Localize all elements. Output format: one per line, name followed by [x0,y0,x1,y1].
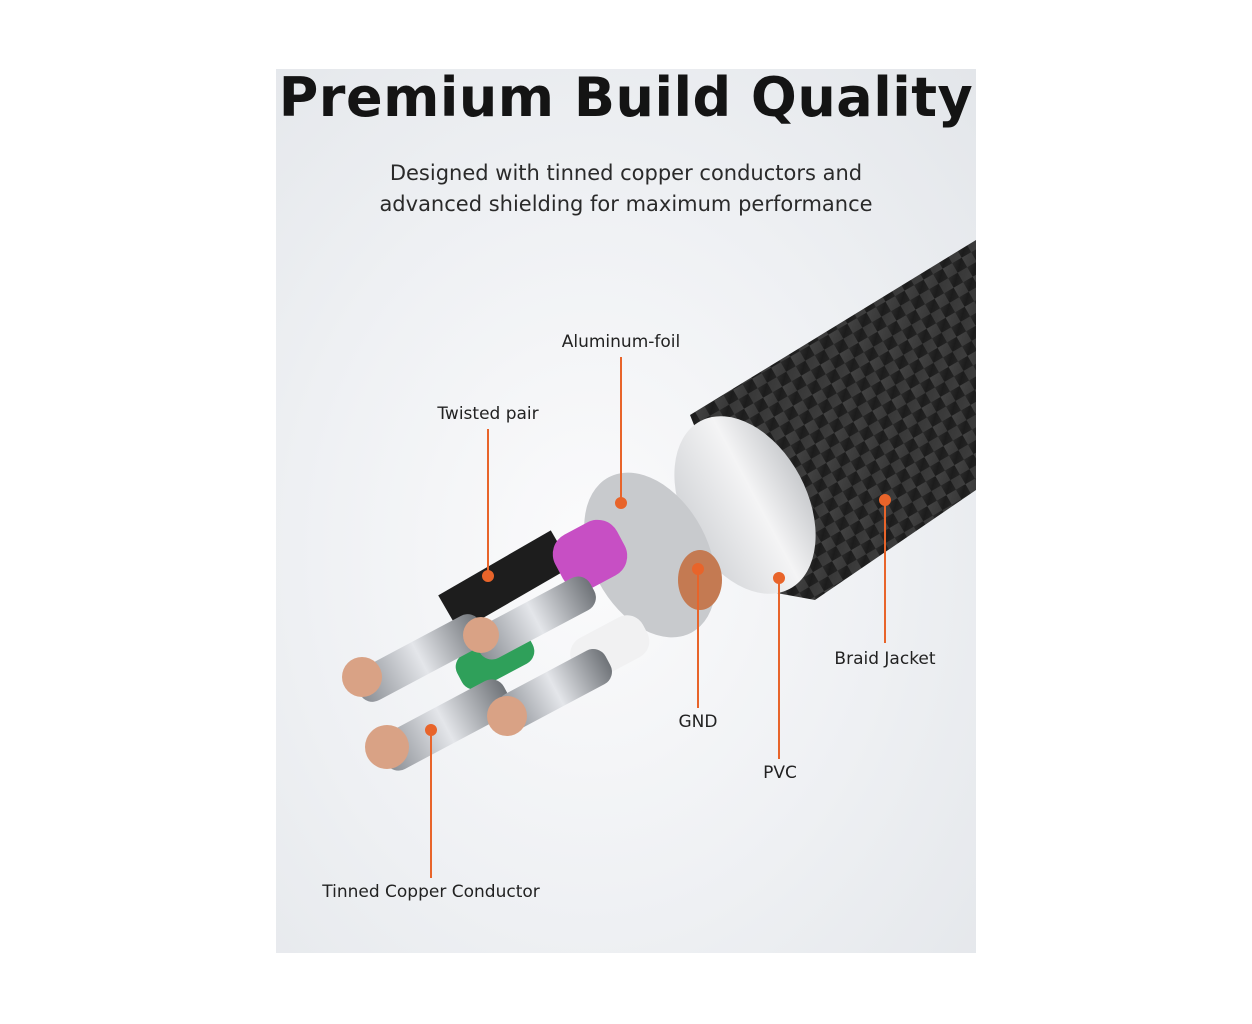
subtitle-line: Designed with tinned copper conductors a… [389,161,863,185]
label-aluminum-foil: Aluminum-foil [561,332,681,352]
subtitle: Designed with tinned copper conductors a… [0,158,1252,220]
label-braid-jacket: Braid Jacket [834,649,936,669]
label-pvc: PVC [763,763,797,783]
label-gnd: GND [678,712,718,732]
label-twisted-pair: Twisted pair [437,404,539,424]
conductor-wires [342,576,612,771]
gnd-copper [678,550,722,610]
twisted-pair-black [438,530,572,632]
subtitle-line: advanced shielding for maximum performan… [379,192,873,216]
page-title: Premium Build Quality [278,66,974,129]
label-tinned-copper-conductor: Tinned Copper Conductor [322,882,540,902]
callout-lines [425,357,891,878]
foil-pink [552,519,628,591]
